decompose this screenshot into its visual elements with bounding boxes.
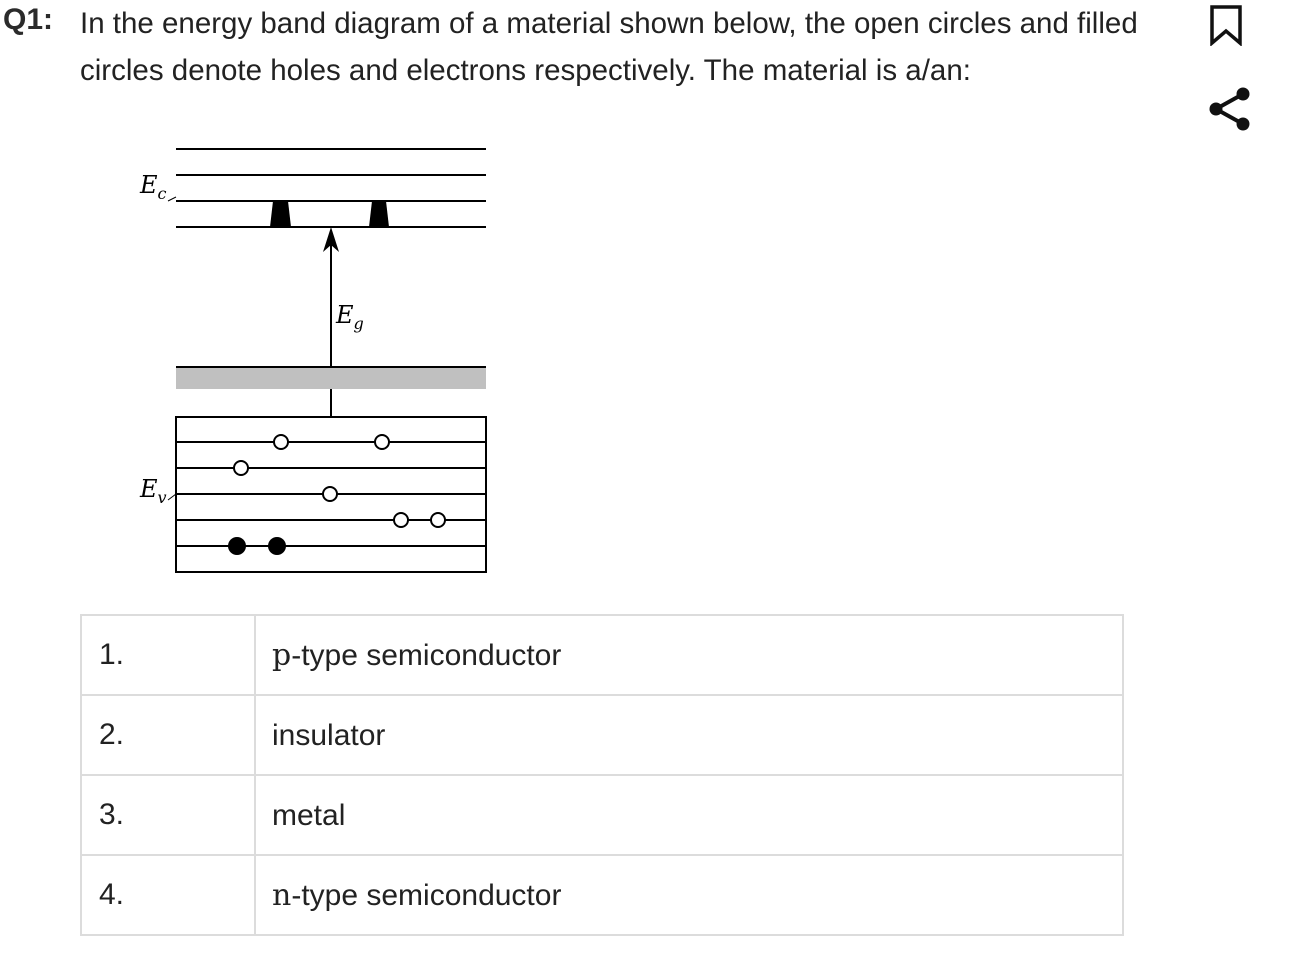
option-row-1[interactable]: 1. p-type semiconductor [80,614,1124,696]
option-number: 3. [80,774,256,856]
share-icon[interactable] [1207,86,1253,132]
holes [233,434,446,528]
hole [322,486,338,502]
options-table: 1. p-type semiconductor 2. insulator 3. … [80,614,1124,936]
electron [268,537,286,555]
option-row-3[interactable]: 3. metal [80,774,1124,856]
bookmark-icon[interactable] [1208,4,1244,46]
ec-label: Ec [139,171,167,203]
option-number: 2. [80,694,256,776]
option-row-2[interactable]: 2. insulator [80,694,1124,776]
electrons [228,537,286,555]
eg-label: Eg [335,301,364,333]
hole [233,460,249,476]
conduction-band-lines [176,148,486,228]
question-text: In the energy band diagram of a material… [80,7,1138,87]
option-text: n-type semiconductor [254,854,1124,936]
option-text: p-type semiconductor [254,614,1124,696]
electron [228,537,246,555]
option-text: metal [254,774,1124,856]
hole [374,434,390,450]
hole [393,512,409,528]
option-row-4[interactable]: 4. n-type semiconductor [80,854,1124,936]
trapezoid-state-left [270,201,291,227]
hole [273,434,289,450]
hole [430,512,446,528]
option-number: 1. [80,614,256,696]
question-number: Q1: [3,3,54,36]
ev-label: Ev [139,475,167,507]
energy-band-diagram: Ec Eg Ev [139,148,487,573]
shaded-band [176,367,486,389]
gap-arrow-head [323,227,339,252]
option-number: 4. [80,854,256,936]
trapezoid-state-right [369,201,389,227]
option-text: insulator [254,694,1124,776]
